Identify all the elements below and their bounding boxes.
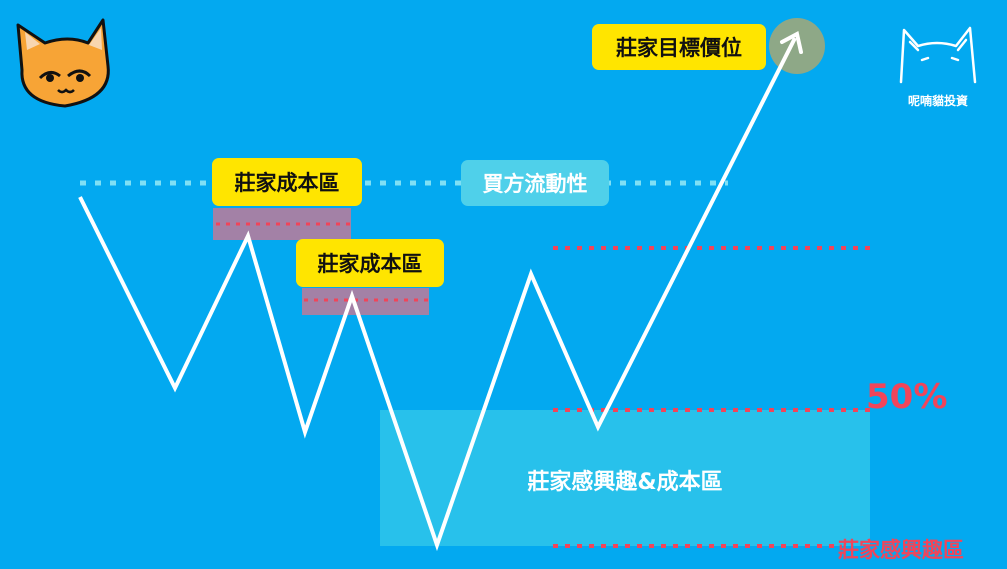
cost-zone-box-1 <box>213 208 351 240</box>
bottom-zone-label: 莊家感興趣區 <box>838 538 964 562</box>
cat-face-icon <box>16 18 110 108</box>
fifty-percent-label: 50% <box>866 377 948 417</box>
target-circle <box>769 18 825 74</box>
cost-zone-label-1: 莊家成本區 <box>212 158 362 206</box>
brand-name: 呢喃貓投資 <box>907 93 968 108</box>
interest-zone-label: 莊家感興趣&成本區 <box>527 470 723 495</box>
cat-outline-icon <box>899 26 977 84</box>
price-path-line <box>78 37 797 552</box>
cost-zone-label-2: 莊家成本區 <box>296 239 444 287</box>
buyer-liquidity-label: 買方流動性 <box>461 160 609 206</box>
price-arrow-head <box>780 30 803 54</box>
target-price-label: 莊家目標價位 <box>592 24 766 70</box>
